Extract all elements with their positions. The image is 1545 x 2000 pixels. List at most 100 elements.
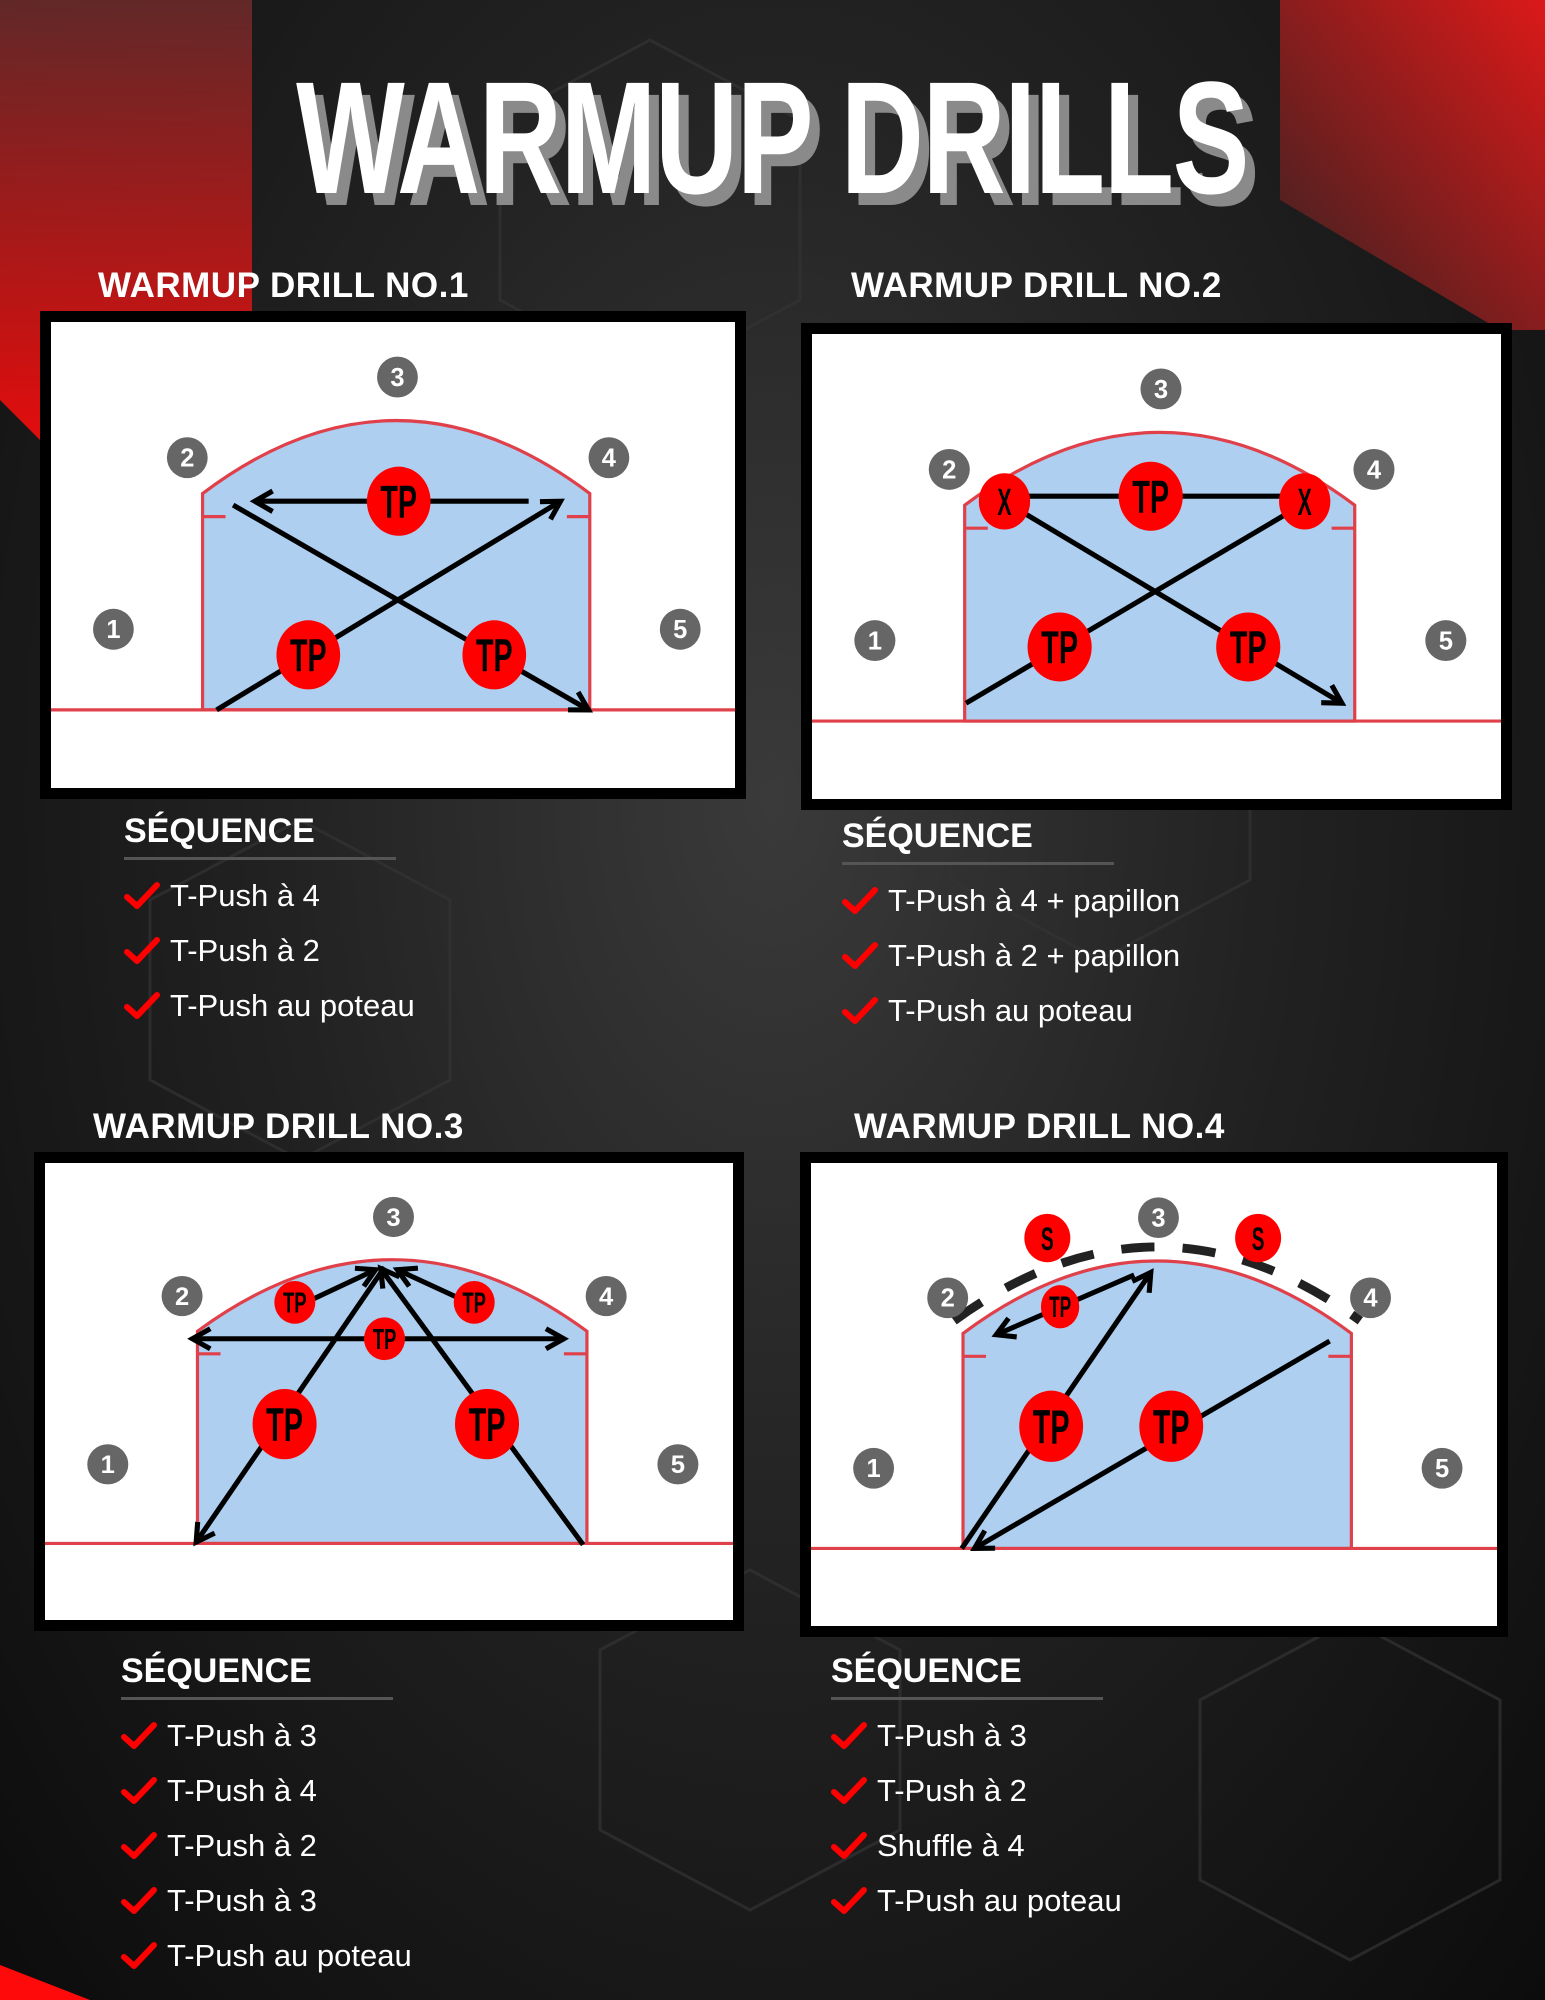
goal-crease — [200, 418, 592, 712]
checkmark-icon — [842, 886, 878, 914]
sequence-item: Shuffle à 4 — [831, 1818, 1122, 1873]
red-accent-right — [1280, 0, 1545, 330]
marker-label: TP — [1230, 622, 1267, 674]
drill-3-heading: WARMUP DRILL NO.3 — [93, 1107, 464, 1146]
position-number: 3 — [386, 1204, 400, 1232]
sequence-item: T-Push au poteau — [831, 1873, 1122, 1928]
marker-x: X — [978, 473, 1031, 530]
marker-x: X — [1279, 473, 1331, 530]
position-5-badge: 5 — [1425, 620, 1467, 662]
marker-circle — [366, 466, 431, 536]
movement-line — [964, 501, 1305, 706]
position-number: 2 — [941, 1285, 955, 1313]
position-number: 1 — [101, 1451, 115, 1479]
marker-circle — [1235, 1213, 1282, 1263]
marker-label: TP — [1033, 1401, 1070, 1455]
sequence-item: T-Push à 4 + papillon — [842, 873, 1180, 928]
position-circle — [87, 1444, 129, 1485]
marker-s: S — [1235, 1213, 1282, 1263]
position-circle — [1353, 448, 1395, 490]
goal-crease — [195, 1258, 589, 1545]
marker-circle — [1279, 473, 1331, 530]
position-number: 5 — [1439, 628, 1453, 656]
marker-label: TP — [462, 1288, 486, 1320]
sequence-item-text: T-Push à 3 — [167, 1717, 317, 1753]
checkmark-icon — [842, 996, 878, 1024]
sequence-item: T-Push à 2 — [831, 1763, 1122, 1818]
marker-tp: TP — [1027, 612, 1092, 682]
drill-4-heading: WARMUP DRILL NO.4 — [854, 1107, 1225, 1146]
position-circle — [585, 1275, 627, 1317]
position-4-badge: 4 — [585, 1275, 627, 1317]
sequence-item: T-Push à 3 — [831, 1708, 1122, 1763]
marker-tp: TP — [1216, 612, 1281, 682]
sequence-item: T-Push à 3 — [121, 1873, 412, 1928]
marker-tp: TP — [366, 466, 431, 536]
position-circle — [1138, 1197, 1179, 1239]
marker-tp: TP — [1040, 1285, 1080, 1329]
position-2-badge: 2 — [927, 1277, 969, 1319]
position-1-badge: 1 — [853, 1447, 895, 1489]
movement-arrow — [231, 502, 593, 713]
position-3-badge: 3 — [1138, 1197, 1179, 1239]
marker-tp: TP — [1118, 461, 1183, 531]
sequence-item: T-Push à 3 — [121, 1708, 412, 1763]
marker-circle — [1027, 612, 1092, 682]
position-number: 1 — [866, 1455, 880, 1483]
marker-circle — [1139, 1390, 1204, 1462]
marker-tp: TP — [1139, 1390, 1204, 1462]
sequence-item: T-Push à 4 — [124, 868, 415, 923]
shuffle-path-dashes — [951, 1242, 1363, 1325]
sequence-item-text: T-Push au poteau — [888, 992, 1133, 1028]
marker-label: TP — [1049, 1292, 1071, 1324]
position-number: 5 — [1435, 1455, 1449, 1483]
position-number: 2 — [942, 456, 956, 484]
marker-circle — [453, 1281, 495, 1324]
position-circle — [93, 608, 134, 650]
sequence-item-text: T-Push à 4 + papillon — [888, 882, 1181, 918]
position-circle — [853, 1447, 895, 1489]
sequence-item: T-Push à 2 — [124, 923, 415, 978]
position-3-badge: 3 — [372, 1196, 414, 1238]
page-title: WARMUP DRILLS — [296, 48, 1250, 227]
position-circle — [1350, 1277, 1391, 1319]
marker-label: S — [1041, 1220, 1054, 1257]
position-4-badge: 4 — [1353, 448, 1395, 490]
marker-circle — [276, 620, 341, 690]
marker-label: X — [1298, 482, 1312, 524]
checkmark-icon — [121, 1886, 157, 1914]
marker-tp: TP — [276, 620, 341, 690]
marker-label: TP — [266, 1400, 303, 1452]
marker-label: S — [1252, 1220, 1265, 1257]
position-5-badge: 5 — [657, 1444, 699, 1485]
movement-arrow — [1003, 499, 1347, 706]
checkmark-icon — [842, 941, 878, 969]
marker-tp: TP — [1019, 1390, 1084, 1462]
position-circle — [588, 437, 630, 479]
marker-circle — [1019, 1390, 1084, 1462]
position-number: 1 — [868, 628, 882, 656]
marker-circle — [978, 473, 1031, 530]
checkmark-icon — [831, 1721, 867, 1749]
checkmark-icon — [831, 1831, 867, 1859]
checkmark-icon — [121, 1776, 157, 1804]
position-5-badge: 5 — [1421, 1447, 1463, 1489]
marker-tp: TP — [274, 1281, 316, 1324]
sequence-item: T-Push à 2 — [121, 1818, 412, 1873]
checkmark-icon — [121, 1831, 157, 1859]
position-number: 5 — [671, 1451, 685, 1479]
position-2-badge: 2 — [161, 1275, 203, 1317]
position-3-badge: 3 — [377, 356, 418, 398]
checkmark-icon — [831, 1776, 867, 1804]
checkmark-icon — [124, 991, 160, 1019]
position-circle — [657, 1444, 699, 1485]
position-2-badge: 2 — [928, 448, 970, 490]
sequence-item-text: T-Push à 4 — [170, 877, 320, 913]
position-circle — [166, 437, 208, 479]
marker-tp: TP — [454, 1388, 520, 1460]
